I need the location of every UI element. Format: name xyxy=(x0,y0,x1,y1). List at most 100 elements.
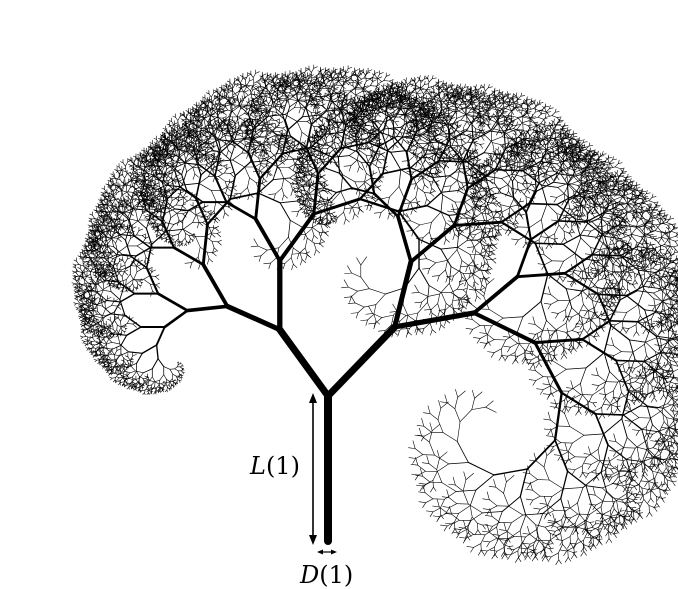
tree-branch xyxy=(249,113,255,118)
tree-branch xyxy=(486,268,492,271)
tree-branch xyxy=(438,120,443,123)
tree-branch xyxy=(463,128,468,131)
tree-branch xyxy=(304,99,309,102)
tree-branch xyxy=(485,250,492,252)
tree-branch xyxy=(268,99,272,105)
tree-branch xyxy=(247,72,252,75)
tree-branch xyxy=(223,89,227,94)
tree-branch xyxy=(488,255,493,260)
tree-branch xyxy=(208,126,213,129)
tree-branch xyxy=(482,171,488,174)
tree-branch xyxy=(287,97,290,108)
tree-branch xyxy=(415,203,419,210)
tree-branch xyxy=(384,87,391,92)
tree-branch xyxy=(259,116,264,121)
tree-branch xyxy=(337,91,343,94)
tree-branch xyxy=(372,172,378,175)
tree-branch xyxy=(263,105,269,112)
tree-branch xyxy=(226,84,231,87)
tree-branch xyxy=(276,82,282,87)
tree-branch xyxy=(323,75,328,79)
tree-branch xyxy=(318,107,330,116)
tree-branch xyxy=(491,251,496,256)
tree-branch xyxy=(472,281,476,288)
tree-branch xyxy=(306,67,310,70)
tree-branch xyxy=(268,79,274,83)
tree-branch xyxy=(195,174,202,200)
tree-branch xyxy=(264,156,269,159)
tree-branch xyxy=(465,175,473,177)
tree-branch xyxy=(348,98,352,104)
tree-branch xyxy=(298,247,306,254)
tree-branch xyxy=(228,150,233,155)
tree-branch xyxy=(332,156,344,176)
tree-branch xyxy=(430,329,433,336)
tree-branch xyxy=(324,232,329,237)
tree-branch xyxy=(374,74,378,79)
tree-branch xyxy=(443,309,447,316)
tree-branch xyxy=(322,100,324,107)
tree-branch xyxy=(273,76,278,79)
tree-branch xyxy=(224,303,283,333)
tree-branch xyxy=(342,77,344,84)
tree-branch xyxy=(363,304,377,308)
tree-branch xyxy=(271,89,279,94)
tree-branch xyxy=(219,108,224,110)
tree-branch xyxy=(376,109,390,118)
tree-branch xyxy=(203,159,207,162)
tree-branch xyxy=(223,87,228,92)
tree-branch xyxy=(362,88,366,99)
tree-branch xyxy=(318,84,322,90)
tree-branch xyxy=(264,151,267,154)
tree-branch xyxy=(186,125,190,128)
tree-branch xyxy=(361,91,368,93)
tree-branch xyxy=(318,83,321,90)
tree-branch xyxy=(231,88,234,96)
tree-branch xyxy=(494,236,499,241)
tree-branch xyxy=(443,222,447,233)
tree-branch xyxy=(418,292,429,297)
tree-branch xyxy=(304,75,308,81)
tree-branch xyxy=(457,145,463,150)
tree-branch xyxy=(385,287,406,295)
tree-branch xyxy=(491,211,495,219)
tree-branch xyxy=(188,235,191,239)
tree-branch xyxy=(278,104,282,111)
tree-branch xyxy=(237,132,241,134)
tree-branch xyxy=(313,204,320,211)
tree-branch xyxy=(456,126,462,129)
tree-branch xyxy=(327,73,331,76)
tree-branch xyxy=(459,186,464,191)
tree-branch xyxy=(455,130,462,132)
tree-branch xyxy=(443,169,447,180)
tree-branch xyxy=(328,201,332,213)
tree-branch xyxy=(334,107,340,112)
tree-branch xyxy=(469,254,476,266)
tree-branch xyxy=(291,253,300,255)
tree-branch xyxy=(256,87,259,90)
tree-branch xyxy=(425,132,433,134)
tree-branch xyxy=(335,217,338,224)
tree-branch xyxy=(389,80,394,85)
tree-branch xyxy=(377,121,382,126)
tree-branch xyxy=(260,104,267,107)
tree-branch xyxy=(478,265,482,271)
tree-branch xyxy=(159,198,161,204)
tree-branch xyxy=(259,124,269,128)
tree-branch xyxy=(354,80,360,85)
tree-branch xyxy=(199,154,203,157)
tree-branch xyxy=(343,75,348,79)
tree-branch xyxy=(364,181,372,187)
tree-branch xyxy=(435,181,440,186)
tree-branch xyxy=(325,97,332,112)
tree-branch xyxy=(219,96,223,102)
tree-branch xyxy=(298,76,302,82)
tree-branch xyxy=(299,80,304,85)
tree-branch xyxy=(464,155,471,160)
tree-branch xyxy=(437,303,441,311)
tree-branch xyxy=(343,218,347,225)
tree-branch xyxy=(429,145,432,152)
tree-branch xyxy=(466,274,473,281)
tree-branch xyxy=(383,142,387,150)
tree-branch xyxy=(445,259,448,271)
